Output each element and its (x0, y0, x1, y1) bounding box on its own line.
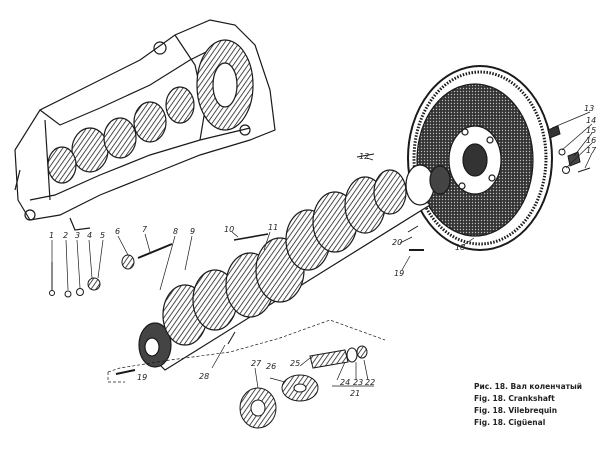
callout-19-pin: 19 (137, 373, 147, 382)
callout-14: 14 (586, 116, 596, 125)
callout-25: 25 (290, 359, 300, 368)
callout-2: 2 (63, 231, 68, 240)
callout-19-flywheel: 19 (394, 269, 404, 278)
callout-numbers: 1 2 3 4 5 6 7 8 9 10 11 12 13 14 15 16 1… (49, 104, 597, 398)
callout-22: 22 (365, 378, 375, 387)
callout-11: 11 (268, 223, 278, 232)
caption-line-ru: Рис. 18. Вал коленчатый (474, 382, 583, 391)
flywheel (407, 65, 553, 251)
callout-7: 7 (142, 225, 148, 234)
figure-caption: Рис. 18. Вал коленчатый Fig. 18. Cranksh… (474, 381, 598, 429)
caption-line-fr: Fig. 18. Vilebrequin (474, 406, 558, 415)
callout-16: 16 (586, 136, 596, 145)
callout-17: 17 (586, 146, 597, 155)
callout-9: 9 (190, 227, 195, 236)
leader-lines (51, 111, 593, 389)
callout-4: 4 (87, 231, 92, 240)
callout-28: 28 (199, 372, 209, 381)
callout-26: 26 (266, 362, 276, 371)
small-parts (49, 125, 591, 429)
callout-8: 8 (173, 227, 178, 236)
callout-1: 1 (49, 231, 54, 240)
callout-15: 15 (586, 126, 596, 135)
callout-3: 3 (75, 231, 80, 240)
callout-12: 12 (359, 152, 369, 161)
callout-24: 24 (340, 378, 350, 387)
crankshaft (138, 164, 451, 371)
callout-27: 27 (251, 359, 262, 368)
engine-block (14, 19, 276, 231)
callout-18: 18 (455, 243, 465, 252)
callout-5: 5 (100, 231, 105, 240)
callout-23: 23 (353, 378, 363, 387)
callout-6: 6 (115, 227, 120, 236)
callout-13: 13 (584, 104, 594, 113)
callout-21: 21 (350, 389, 360, 398)
caption-line-es: Fig. 18. Cigüenal (474, 418, 546, 427)
caption-line-en: Fig. 18. Crankshaft (474, 394, 555, 403)
callout-10: 10 (224, 225, 234, 234)
callout-20: 20 (392, 238, 402, 247)
